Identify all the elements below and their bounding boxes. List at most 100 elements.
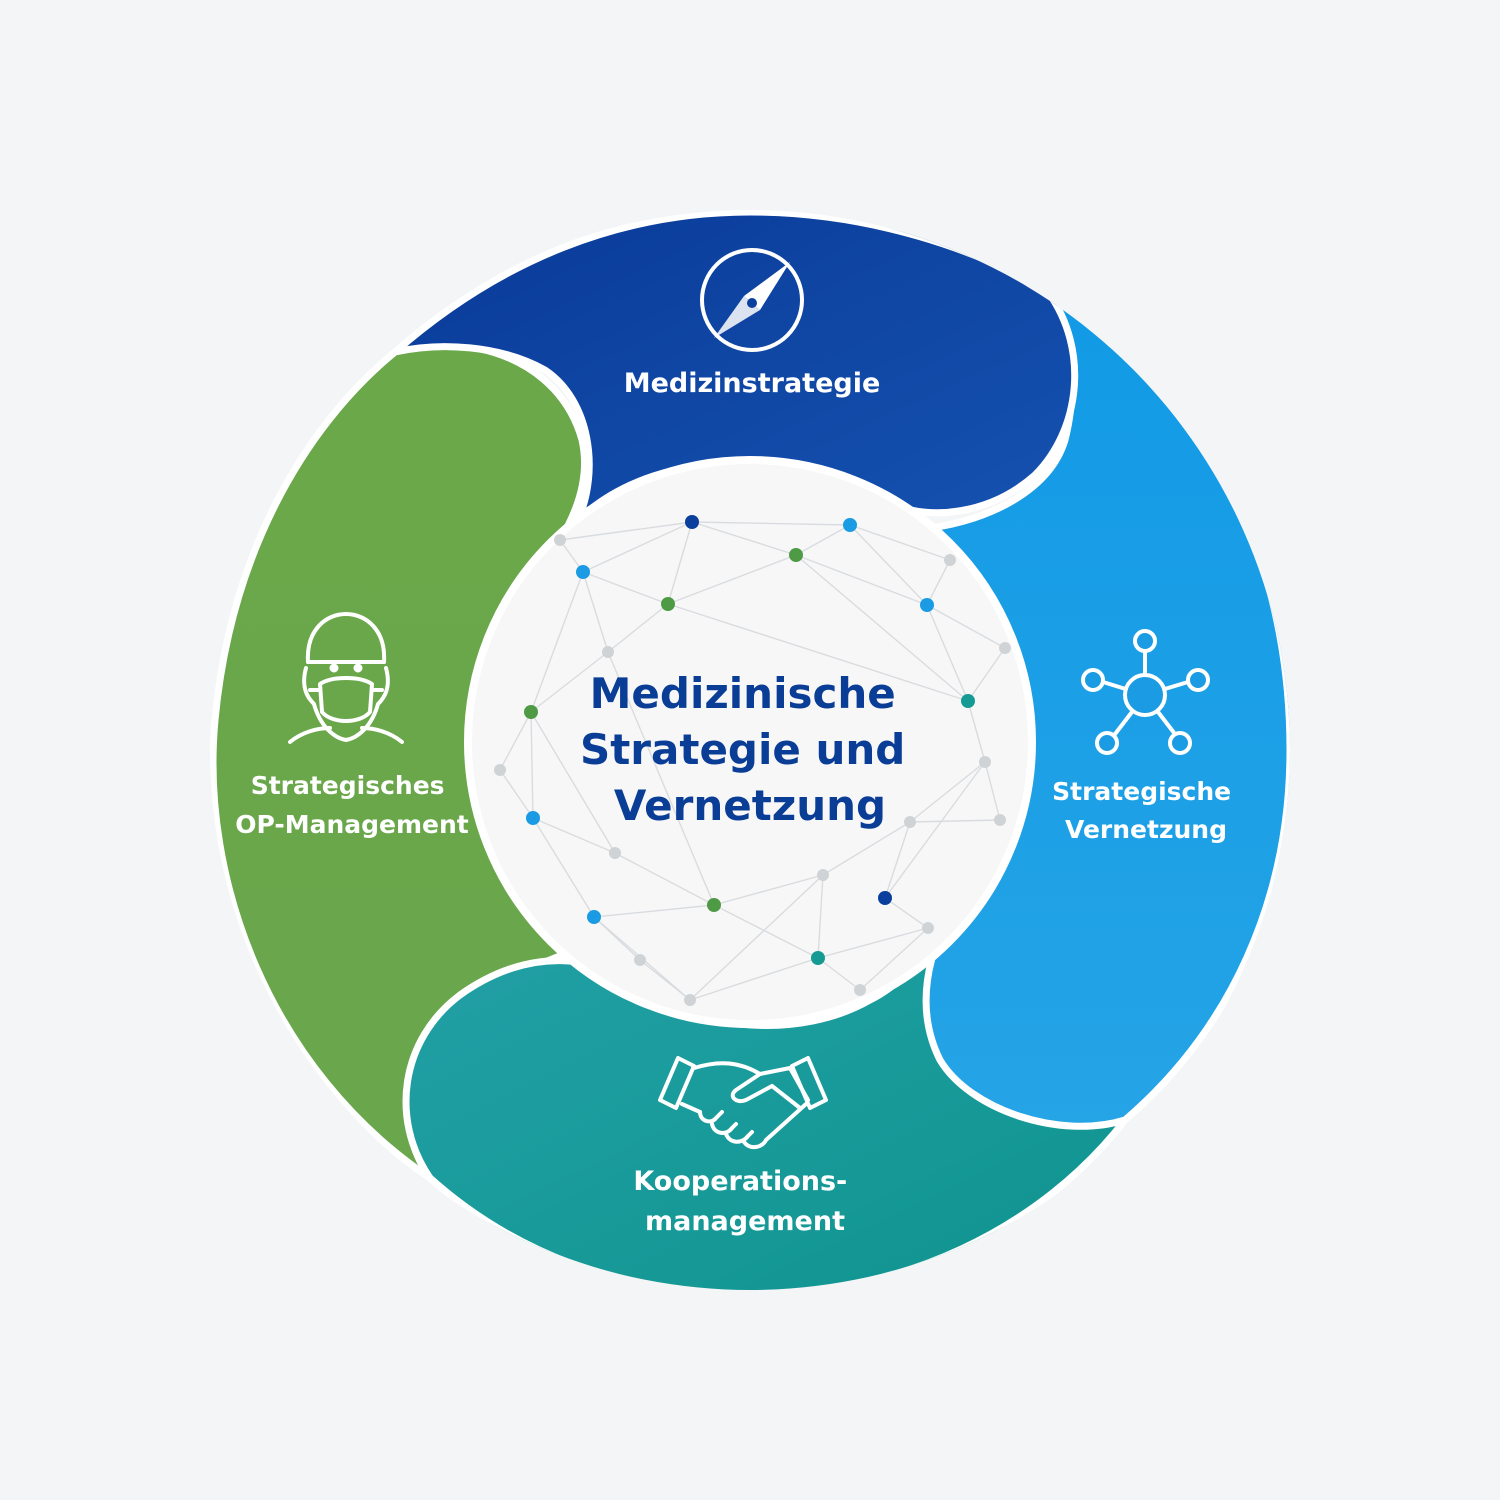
network-node: [878, 891, 892, 905]
network-node: [526, 811, 540, 825]
network-edge: [817, 874, 824, 959]
segment-left-label-line-1: Strategisches: [251, 771, 445, 800]
network-lines: [499, 521, 1006, 1001]
segment-left: Strategisches OP-Management: [235, 612, 469, 839]
network-node: [811, 951, 825, 965]
surgeon-icon: [288, 612, 404, 744]
network-edge: [926, 604, 969, 702]
network-edge: [926, 604, 1006, 649]
network-edge: [984, 761, 1001, 821]
segment-top-shape: [392, 210, 1079, 523]
network-node: [685, 515, 699, 529]
network-edge: [859, 927, 929, 991]
segment-bottom-label-line-1: Kooperations-: [633, 1166, 847, 1197]
compass-icon: [700, 248, 804, 352]
handshake-icon: [658, 1056, 828, 1149]
network-edge: [967, 647, 1006, 702]
segment-top: Medizinstrategie: [624, 248, 881, 399]
network-edge: [559, 521, 693, 541]
segment-bottom-label: Kooperations- management: [633, 1166, 856, 1237]
network-edge: [582, 571, 669, 605]
network-edge: [909, 761, 986, 823]
network-edge: [530, 711, 534, 819]
network-edge: [713, 904, 819, 959]
network-node: [661, 597, 675, 611]
network-edge: [499, 711, 532, 771]
center-title-line-2: Strategie und: [580, 725, 905, 774]
network-edge: [691, 521, 851, 526]
network-node: [920, 598, 934, 612]
network-edge: [667, 521, 693, 605]
segment-left-label: Strategisches OP-Management: [235, 771, 469, 839]
network-edge: [689, 957, 819, 1001]
ring-segments: [210, 210, 1290, 1290]
network-edge: [530, 711, 616, 854]
network-node: [961, 694, 975, 708]
network-edge: [607, 651, 715, 906]
network-edge: [795, 554, 928, 606]
segment-right-label: Strategische Vernetzung: [1052, 777, 1240, 844]
network-edge: [667, 603, 969, 702]
segment-top-label-line-1: Medizinstrategie: [624, 368, 881, 399]
network-node: [609, 847, 621, 859]
network-node: [576, 565, 590, 579]
network-edge: [817, 927, 929, 959]
network-edge: [822, 821, 911, 876]
network-edge: [499, 769, 534, 819]
network-edge: [532, 817, 595, 918]
network-icon: [1081, 629, 1210, 755]
network-node: [524, 705, 538, 719]
network-node: [994, 814, 1006, 826]
network-node: [944, 554, 956, 566]
segment-bottom-label-line-2: management: [645, 1206, 845, 1237]
network-edge: [849, 524, 928, 606]
network-edge: [582, 571, 609, 653]
network-edge: [849, 524, 951, 561]
network-node: [684, 994, 696, 1006]
network-edge: [614, 852, 715, 906]
network-edge: [593, 916, 641, 961]
network-node: [979, 756, 991, 768]
segment-top-label: Medizinstrategie: [624, 368, 881, 399]
center-disk: [464, 456, 1036, 1028]
network-edge: [582, 521, 693, 573]
segment-bottom: Kooperations- management: [633, 1056, 856, 1237]
network-edge: [691, 521, 797, 556]
network-edge: [884, 821, 911, 899]
network-node: [554, 534, 566, 546]
network-nodes: [494, 515, 1011, 1006]
network-edge: [667, 554, 797, 605]
segment-right-shape: [922, 289, 1290, 1130]
network-edge: [689, 874, 824, 1001]
network-edge: [530, 571, 584, 713]
segment-left-label-line-2: OP-Management: [235, 810, 469, 839]
network-edge: [884, 761, 986, 899]
center-title-line-3: Vernetzung: [614, 781, 886, 830]
network-node: [602, 646, 614, 658]
network-edge: [639, 959, 691, 1001]
network-edge: [817, 957, 861, 991]
center-title: Medizinische Strategie und Vernetzung: [580, 669, 920, 830]
network-edge: [532, 817, 616, 854]
network-node: [904, 816, 916, 828]
segment-right-label-line-2: Vernetzung: [1065, 815, 1227, 844]
network-edge: [530, 651, 609, 713]
segment-right-label-line-1: Strategische: [1052, 777, 1231, 806]
segment-right: Strategische Vernetzung: [1052, 629, 1240, 844]
network-edge: [795, 554, 969, 702]
network-edge: [926, 559, 951, 606]
network-node: [999, 642, 1011, 654]
network-edge: [884, 897, 929, 929]
network-edge: [593, 904, 715, 918]
network-edge: [607, 603, 669, 653]
network-node: [789, 548, 803, 562]
network-node: [922, 922, 934, 934]
network-edge: [713, 874, 824, 906]
network-node: [854, 984, 866, 996]
network-node: [843, 518, 857, 532]
network-node: [587, 910, 601, 924]
network-edge: [909, 819, 1001, 823]
center-title-line-1: Medizinische: [590, 669, 896, 718]
